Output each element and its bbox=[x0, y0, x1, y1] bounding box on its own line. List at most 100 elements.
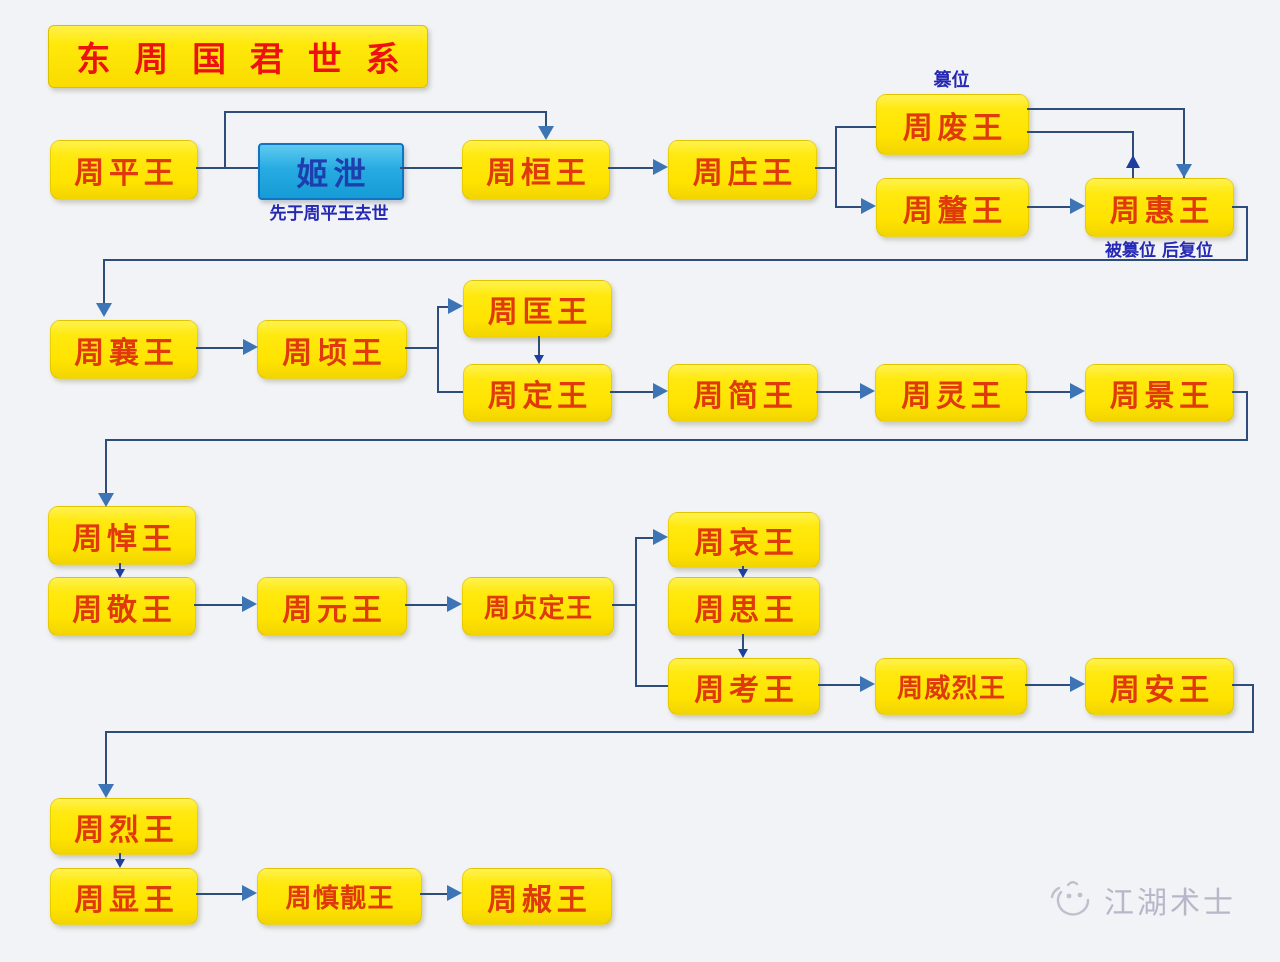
node-king-feiwang: 周废王 bbox=[876, 94, 1029, 155]
connector-xiangwang-qingwang bbox=[196, 347, 244, 349]
arrow-into-qingwang bbox=[243, 339, 258, 355]
connector-jingwang2-yuanwang bbox=[194, 604, 243, 606]
connector-to-xiwang bbox=[835, 206, 861, 208]
connector-pingwang-jixie bbox=[196, 167, 258, 169]
node-king-weiliewang: 周威烈王 bbox=[875, 658, 1027, 715]
arrow-into-jingwang bbox=[1070, 383, 1085, 399]
arrow-into-anwang bbox=[1070, 676, 1085, 692]
node-king-liewang: 周烈王 bbox=[50, 798, 198, 855]
connector-pingwang-huanwang-drop bbox=[545, 111, 547, 127]
node-king-dingwang: 周定王 bbox=[463, 364, 612, 422]
connector-shenjingwang-nanwang bbox=[420, 893, 448, 895]
connector-kuangwang-dingwang bbox=[538, 336, 540, 356]
node-king-jingwang: 周景王 bbox=[1085, 364, 1234, 422]
node-king-pingwang: 周平王 bbox=[50, 140, 198, 200]
connector-siwang-kaowang bbox=[742, 634, 744, 650]
connector-row3-row4-long bbox=[105, 731, 1254, 733]
watermark-face-icon bbox=[1048, 878, 1098, 922]
connector-zhendingwang-branch bbox=[635, 538, 637, 686]
arrow-into-huanwang bbox=[538, 126, 554, 140]
arrow-into-aiwang bbox=[653, 529, 668, 545]
connector-yuanwang-zhendingwang bbox=[405, 604, 448, 606]
node-king-nanwang: 周赧王 bbox=[462, 868, 612, 925]
connector-pingwang-huanwang-top bbox=[224, 111, 546, 113]
connector-xianwang-shenjingwang bbox=[196, 893, 244, 895]
node-king-qingwang: 周顷王 bbox=[257, 320, 407, 379]
jixie-note: 先于周平王去世 bbox=[269, 204, 389, 224]
arrow-into-jingwang2 bbox=[115, 569, 125, 578]
node-heir-jixie: 姬泄 bbox=[258, 143, 404, 200]
arrow-into-kuangwang bbox=[448, 298, 463, 314]
node-king-yuanwang: 周元王 bbox=[257, 577, 407, 636]
node-king-huanwang: 周桓王 bbox=[462, 140, 610, 200]
node-king-jingwang2: 周敬王 bbox=[48, 577, 196, 636]
connector-anwang-exit bbox=[1232, 684, 1254, 686]
node-king-siwang: 周思王 bbox=[668, 577, 820, 636]
arrow-into-xiangwang bbox=[96, 303, 112, 317]
node-king-xianwang: 周显王 bbox=[50, 868, 198, 925]
connector-feiwang-huiwang-top bbox=[1027, 108, 1185, 110]
connector-qingwang-split bbox=[405, 347, 438, 349]
node-king-huiwang: 周惠王 bbox=[1085, 178, 1234, 237]
node-king-daowang: 周悼王 bbox=[48, 506, 196, 565]
node-king-zhendingwang: 周贞定王 bbox=[462, 577, 614, 636]
connector-row2-drop bbox=[1246, 391, 1248, 440]
connector-row2-row3-long bbox=[105, 439, 1248, 441]
connector-jianwang-lingwang bbox=[816, 391, 861, 393]
connector-jingwang-exit bbox=[1232, 391, 1248, 393]
connector-liewang-xianwang bbox=[119, 853, 121, 860]
arrow-into-weiliewang bbox=[860, 676, 875, 692]
arrow-usurp-toward-feiwang bbox=[1126, 155, 1140, 168]
node-king-shenjingwang: 周慎靓王 bbox=[257, 868, 422, 925]
watermark-text: 江湖术士 bbox=[1104, 886, 1236, 921]
connector-qingwang-branch bbox=[437, 307, 439, 392]
connector-huiwang-feiwang-drop bbox=[1132, 131, 1134, 178]
watermark: 江湖术士 bbox=[1048, 878, 1236, 922]
connector-to-kaowang bbox=[635, 685, 668, 687]
connector-zhendingwang-split bbox=[612, 604, 636, 606]
node-king-kaowang: 周考王 bbox=[668, 658, 820, 715]
connector-weiliewang-anwang bbox=[1025, 684, 1071, 686]
connector-into-liewang-drop bbox=[105, 731, 107, 784]
arrow-into-yuanwang bbox=[242, 596, 257, 612]
arrow-into-siwang bbox=[738, 569, 748, 578]
arrow-into-xiwang bbox=[861, 198, 876, 214]
arrow-into-huiwang bbox=[1070, 198, 1085, 214]
arrow-into-daowang bbox=[98, 493, 114, 507]
connector-into-xiangwang-drop bbox=[103, 259, 105, 304]
connector-xiwang-huiwang bbox=[1027, 206, 1071, 208]
feiwang-usurp-label: 篡位 bbox=[933, 70, 970, 91]
arrow-into-zhuangwang bbox=[653, 159, 668, 175]
arrow-into-zhendingwang bbox=[447, 596, 462, 612]
arrow-into-kaowang bbox=[738, 649, 748, 658]
node-king-aiwang: 周哀王 bbox=[668, 512, 820, 568]
connector-into-daowang-drop bbox=[105, 439, 107, 494]
connector-to-feiwang bbox=[835, 126, 876, 128]
connector-row3-drop bbox=[1252, 684, 1254, 732]
arrow-into-jianwang bbox=[653, 383, 668, 399]
node-king-anwang: 周安王 bbox=[1085, 658, 1234, 715]
connector-dingwang-jianwang bbox=[610, 391, 654, 393]
huiwang-note: 被篡位 后复位 bbox=[1105, 241, 1213, 261]
connector-feiwang-huiwang-drop bbox=[1183, 108, 1185, 178]
arrow-into-nanwang bbox=[447, 885, 462, 901]
connector-huiwang-feiwang-top bbox=[1027, 131, 1134, 133]
connector-pingwang-huanwang-riser bbox=[224, 111, 226, 168]
arrow-into-liewang bbox=[98, 784, 114, 798]
arrow-into-shenjingwang bbox=[242, 885, 257, 901]
connector-to-aiwang bbox=[635, 537, 653, 539]
connector-lingwang-jingwang bbox=[1025, 391, 1071, 393]
connector-to-kuangwang bbox=[437, 306, 449, 308]
connector-zhuangwang-branch bbox=[835, 126, 837, 208]
connector-jixie-huanwang bbox=[400, 167, 462, 169]
arrow-restore-into-huiwang bbox=[1176, 164, 1192, 178]
connector-kaowang-weiliewang bbox=[818, 684, 861, 686]
connector-huanwang-zhuangwang bbox=[608, 167, 654, 169]
node-king-xiangwang: 周襄王 bbox=[50, 320, 198, 379]
node-king-xiwang: 周釐王 bbox=[876, 178, 1029, 237]
arrow-into-dingwang bbox=[534, 355, 544, 364]
connector-daowang-jingwang2 bbox=[119, 563, 121, 570]
node-king-kuangwang: 周匡王 bbox=[463, 280, 612, 338]
node-king-jianwang: 周简王 bbox=[668, 364, 818, 422]
